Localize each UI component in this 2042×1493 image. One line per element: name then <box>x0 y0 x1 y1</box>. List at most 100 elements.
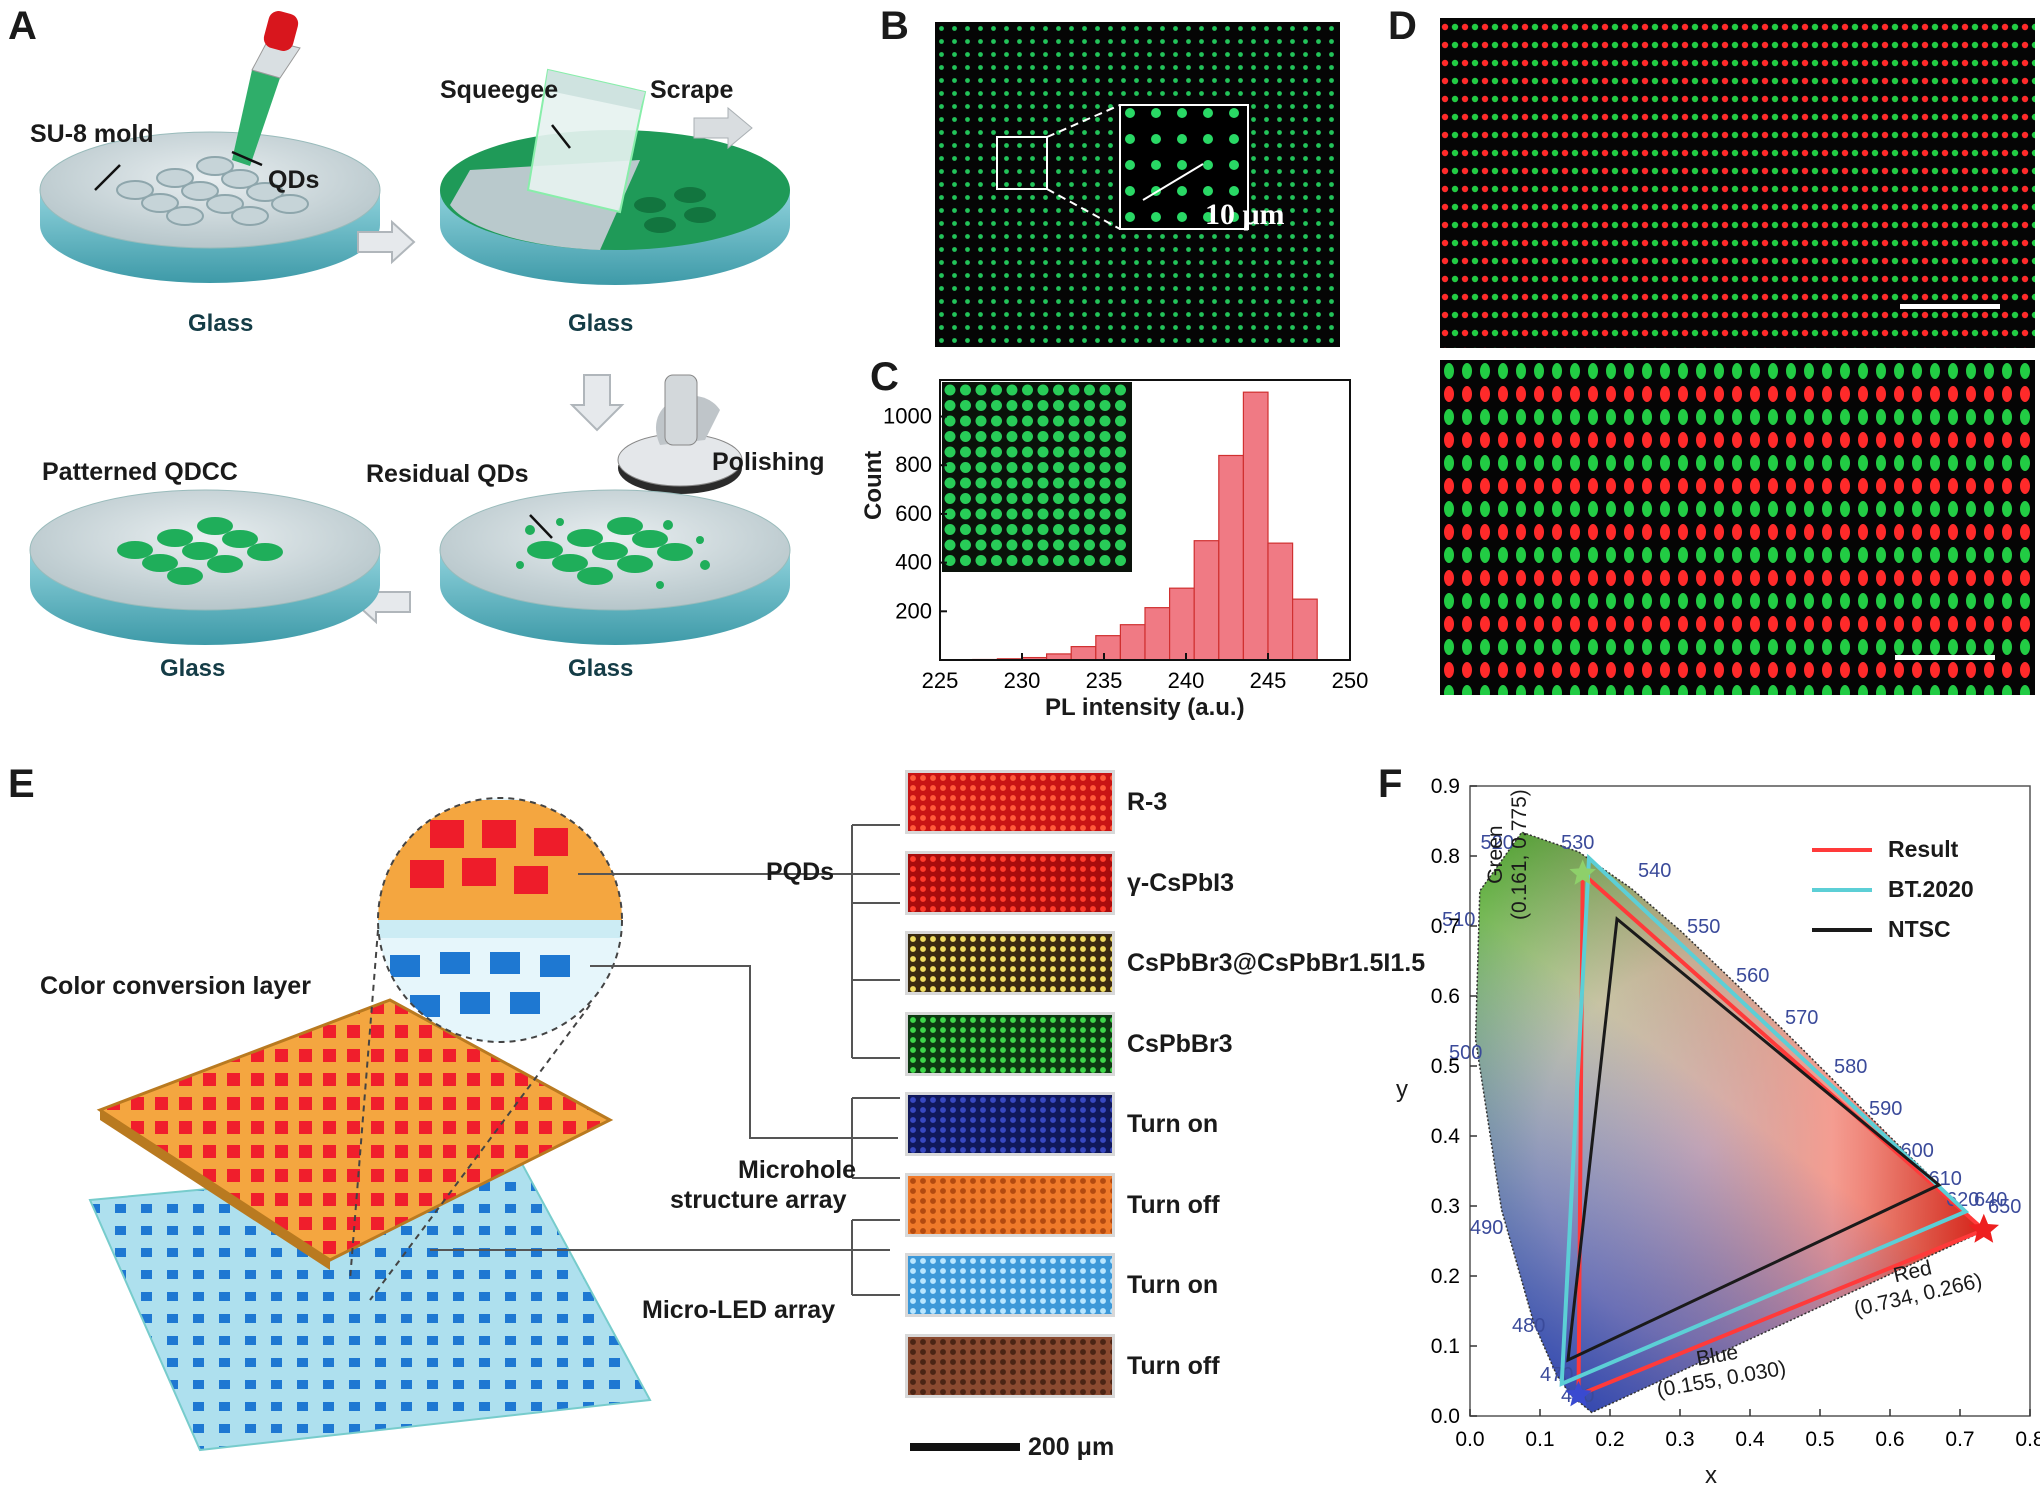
cie-xlabel: x <box>1705 1462 1717 1489</box>
cie-triangle-ntsc <box>1566 916 1942 1363</box>
cie-ytick: 0.0 <box>1431 1405 1460 1428</box>
panel-b-label: B <box>880 4 909 48</box>
swatch-image <box>905 1092 1115 1156</box>
swatch-row: R-3 <box>905 770 1325 838</box>
cie-xtick: 0.8 <box>2015 1428 2040 1451</box>
swatch-image <box>905 850 1115 915</box>
cie-ytick: 0.2 <box>1431 1265 1460 1288</box>
histogram-bar <box>1144 607 1171 661</box>
cie-ytick: 0.7 <box>1431 915 1460 938</box>
green-annotation: Green (0.161, 0.775) <box>1484 789 1532 920</box>
mold-label: SU-8 mold <box>30 120 154 148</box>
histogram-bar <box>1070 646 1097 661</box>
microled-label: Micro-LED array <box>642 1296 836 1324</box>
panel-d-label: D <box>1388 4 1417 48</box>
histogram-xtick: 230 <box>1004 668 1041 693</box>
panel-e-illustration <box>88 797 900 1452</box>
swatch-row: Turn on <box>905 1253 1325 1321</box>
swatch-label: CsPbBr3 <box>1127 1029 1233 1058</box>
histogram-bar <box>1119 624 1146 661</box>
disc-mold <box>39 131 381 283</box>
histogram-xtick: 250 <box>1332 668 1369 693</box>
cie-xtick: 0.2 <box>1595 1428 1624 1451</box>
cie-ytick: 0.6 <box>1431 985 1460 1008</box>
histogram-bar <box>1169 587 1195 661</box>
cie-xtick: 0.3 <box>1665 1428 1694 1451</box>
histogram-xtick: 240 <box>1168 668 1205 693</box>
glass-label-2: Glass <box>568 310 634 337</box>
histogram-ytick: 400 <box>895 550 932 575</box>
swatch-label: γ-CsPbI3 <box>1127 868 1234 897</box>
legend-row: Result <box>1812 836 1958 863</box>
cie-ytick: 0.4 <box>1431 1125 1461 1148</box>
histogram-inset <box>942 382 1132 572</box>
polishing-label: Polishing <box>712 448 825 476</box>
cie-xtick: 0.6 <box>1875 1428 1904 1451</box>
panel-b-scale-label: 10 μm <box>1205 198 1285 231</box>
legend-label: Result <box>1888 836 1959 862</box>
panel-a-label: A <box>8 4 37 48</box>
histogram-bar <box>1218 454 1244 661</box>
qds-label: QDs <box>268 166 320 194</box>
histogram-xtick: 245 <box>1250 668 1287 693</box>
cie-star-marker <box>1565 1381 1592 1407</box>
cie-ytick: 0.1 <box>1431 1335 1460 1358</box>
histogram-bar <box>1292 598 1318 661</box>
panel-f-cie-chart: 4604704804905005105205305405505605705805… <box>1431 775 2040 1451</box>
disc-residual <box>439 489 791 645</box>
swatch-label: Turn on <box>1127 1110 1219 1138</box>
residual-label: Residual QDs <box>366 460 529 488</box>
patterned-label: Patterned QDCC <box>42 458 238 486</box>
cie-star-marker <box>1968 1213 2000 1243</box>
cie-wavelength-label: 500 <box>1449 1042 1482 1064</box>
cie-xtick: 0.1 <box>1525 1428 1554 1451</box>
histogram-ytick: 600 <box>895 501 932 526</box>
cie-xtick: 0.5 <box>1805 1428 1834 1451</box>
histogram-ytick: 1000 <box>883 404 932 429</box>
cie-xtick: 0.0 <box>1455 1428 1484 1451</box>
glass-label-4: Glass <box>160 655 226 682</box>
cie-wavelength-label: 540 <box>1638 860 1671 882</box>
panel-e-label: E <box>8 762 35 806</box>
cie-wavelength-label: 640 <box>1974 1189 2007 1211</box>
swatch-label: Turn off <box>1127 1351 1220 1380</box>
cie-wavelength-label: 570 <box>1785 1007 1818 1029</box>
disc-patterned <box>29 489 381 645</box>
swatch-label: R-3 <box>1127 788 1168 816</box>
legend-swatch <box>1812 887 1872 892</box>
cie-wavelength-label: 650 <box>1988 1196 2021 1218</box>
histogram-ytick: 800 <box>895 452 932 477</box>
scrape-label: Scrape <box>650 76 734 104</box>
swatch-image <box>905 1253 1115 1317</box>
swatch-image <box>905 1172 1115 1237</box>
swatch-row: Turn off <box>905 1172 1325 1241</box>
cie-ytick: 0.3 <box>1431 1195 1460 1218</box>
cie-ytick: 0.5 <box>1431 1055 1460 1078</box>
swatch-image <box>905 770 1115 834</box>
histogram-ytick: 200 <box>895 598 932 623</box>
glass-label-1: Glass <box>188 310 254 337</box>
cie-wavelength-label: 480 <box>1512 1315 1545 1337</box>
swatch-label: CsPbBr3@CsPbBr1.5I1.5 <box>1127 949 1426 977</box>
cie-ytick: 0.9 <box>1431 775 1460 798</box>
cie-wavelength-label: 580 <box>1834 1056 1867 1078</box>
microhole-label-1: Microhole <box>738 1156 857 1184</box>
legend-swatch <box>1812 847 1872 852</box>
histogram-bar <box>1095 635 1122 661</box>
green-coord: (0.161, 0.775) <box>1508 789 1531 920</box>
microhole-label-2: structure array <box>670 1186 847 1214</box>
color-layer-label: Color conversion layer <box>40 972 311 1000</box>
swatch-row: γ-CsPbI3 <box>905 850 1325 919</box>
cie-wavelength-label: 510 <box>1442 909 1475 931</box>
swatch-image <box>905 931 1115 995</box>
panel-d-micrograph-bottom <box>1440 360 2035 695</box>
histogram-xtick: 235 <box>1086 668 1123 693</box>
panel-f-label: F <box>1378 762 1403 806</box>
histogram-bar <box>1193 540 1220 661</box>
swatch-row: CsPbBr3 <box>905 1011 1325 1080</box>
scalebar-line <box>910 1443 1020 1451</box>
swatch-label: Turn off <box>1127 1190 1220 1219</box>
cie-wavelength-label: 550 <box>1687 916 1720 938</box>
cie-wavelength-label: 560 <box>1736 965 1769 987</box>
